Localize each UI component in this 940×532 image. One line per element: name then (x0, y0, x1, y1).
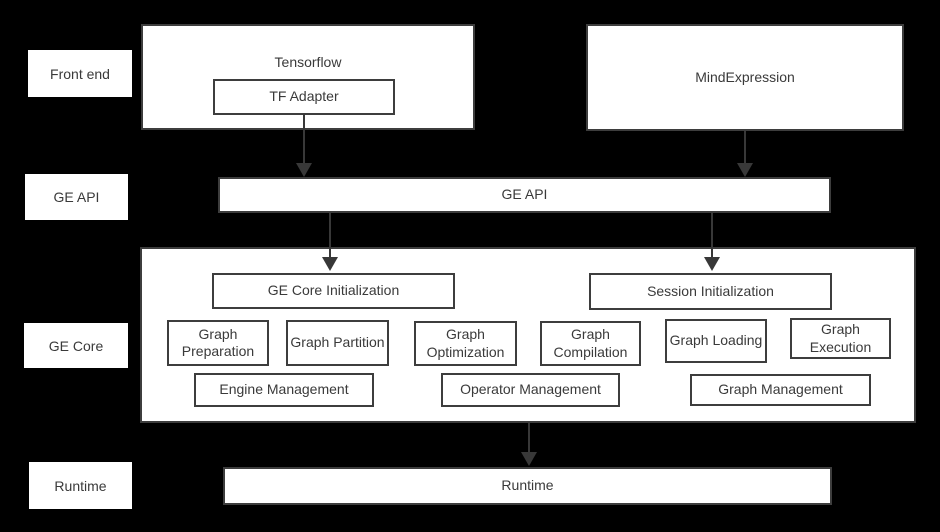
engine-management-box: Engine Management (194, 373, 374, 407)
layer-label-ge-api: GE API (25, 174, 128, 220)
ge-core-initialization-box: GE Core Initialization (212, 273, 455, 309)
runtime-bar: Runtime (223, 467, 832, 505)
arrow-ge-api-to-session-initialization (711, 213, 713, 257)
arrow-tf-adapter-to-ge-api (303, 114, 305, 163)
graph-loading-box: Graph Loading (665, 319, 767, 363)
graph-optimization-box: Graph Optimization (414, 321, 517, 366)
layer-label-ge-core: GE Core (24, 323, 128, 368)
ge-api-bar: GE API (218, 177, 831, 213)
graph-compilation-box: Graph Compilation (540, 321, 641, 366)
operator-management-box: Operator Management (441, 373, 620, 407)
tf-adapter-box: TF Adapter (213, 79, 395, 115)
graph-preparation-box: Graph Preparation (167, 320, 269, 366)
layer-label-front-end: Front end (28, 50, 132, 97)
arrow-mindexpression-to-ge-api (744, 131, 746, 163)
mindexpression-box: MindExpression (586, 24, 904, 131)
arrow-ge-core-to-runtime (528, 423, 530, 452)
tensorflow-label: Tensorflow (274, 54, 342, 70)
session-initialization-box: Session Initialization (589, 273, 832, 310)
graph-management-box: Graph Management (690, 374, 871, 406)
graph-execution-box: Graph Execution (790, 318, 891, 359)
graph-partition-box: Graph Partition (286, 320, 389, 366)
arrow-ge-api-to-ge-core-initialization (329, 213, 331, 257)
layer-label-runtime: Runtime (29, 462, 132, 509)
